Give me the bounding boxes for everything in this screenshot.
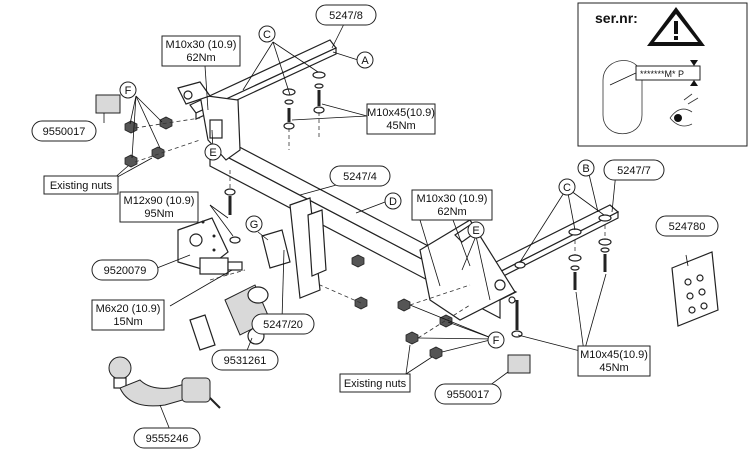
torque-spec: M10x45(10.9) bbox=[367, 107, 435, 119]
torque-spec: M6x20 (10.9) bbox=[96, 303, 161, 315]
part-9520079-bracket bbox=[177, 217, 243, 275]
part-number-text: 5247/7 bbox=[617, 165, 651, 177]
part-number-text: 9520079 bbox=[104, 265, 147, 277]
label-9531261: 9531261 bbox=[211, 349, 279, 371]
part-number-text: 9550017 bbox=[447, 389, 490, 401]
label-9555246: 9555246 bbox=[133, 427, 201, 449]
serial-code-box bbox=[635, 65, 701, 81]
m12-bolt bbox=[224, 188, 241, 244]
left-side-rail bbox=[177, 39, 337, 161]
serial-plate-outline bbox=[602, 60, 643, 135]
label-5247-8: 5247/8 bbox=[315, 4, 377, 26]
label-5247-20: 5247/20 bbox=[251, 313, 315, 335]
label-9550017-left: 9550017 bbox=[31, 120, 97, 142]
serial-title: ser.nr: bbox=[595, 10, 638, 26]
part-number-text: 5247/20 bbox=[263, 319, 303, 331]
torque-value: 62Nm bbox=[437, 206, 466, 218]
part-number-text: 524780 bbox=[669, 221, 706, 233]
torque-right-m10x30: M10x30 (10.9) 62Nm bbox=[411, 189, 493, 221]
torque-mid-top: M10x45(10.9) 45Nm bbox=[366, 103, 436, 135]
torque-spec: M10x30 (10.9) bbox=[417, 193, 488, 205]
label-9550017-right: 9550017 bbox=[434, 383, 502, 405]
assembly-dashes bbox=[134, 112, 606, 339]
torque-spec: M12x90 (10.9) bbox=[124, 195, 195, 207]
letter-b: B bbox=[577, 159, 595, 177]
part-9555246-towball bbox=[108, 314, 221, 409]
letter-text: F bbox=[493, 335, 500, 347]
part-number-text: 9555246 bbox=[146, 433, 189, 445]
letter-text: E bbox=[472, 225, 479, 237]
part-number-text: 9550017 bbox=[43, 126, 86, 138]
torque-m12: M12x90 (10.9) 95Nm bbox=[119, 191, 199, 223]
letter-text: B bbox=[582, 163, 589, 175]
label-5247-4: 5247/4 bbox=[329, 165, 391, 187]
note-existing-nuts-right: Existing nuts bbox=[339, 373, 411, 393]
part-number-text: 9531261 bbox=[224, 355, 267, 367]
leader-lines bbox=[103, 21, 689, 431]
letter-e-left: E bbox=[204, 143, 222, 161]
torque-value: 45Nm bbox=[386, 120, 415, 132]
letter-text: D bbox=[389, 196, 397, 208]
torque-spec: M10x45(10.9) bbox=[580, 349, 648, 361]
serial-code: *******M* P bbox=[640, 69, 684, 79]
letter-f-right: F bbox=[487, 331, 505, 349]
label-524780: 524780 bbox=[655, 215, 719, 237]
letter-text: A bbox=[361, 55, 369, 67]
letter-d: D bbox=[384, 192, 402, 210]
letter-f-left: F bbox=[119, 81, 137, 99]
torque-spec: M10x30 (10.9) bbox=[166, 39, 237, 51]
letter-text: C bbox=[263, 29, 271, 41]
label-9520079: 9520079 bbox=[91, 259, 159, 281]
letter-c-left: C bbox=[258, 25, 276, 43]
left-nuts bbox=[124, 116, 173, 168]
torque-bottom-right: M10x45(10.9) 45Nm bbox=[577, 345, 651, 377]
pad-9550017-left bbox=[95, 94, 121, 114]
center-bracket bbox=[261, 197, 327, 299]
torque-value: 62Nm bbox=[186, 52, 215, 64]
part-524780-panel bbox=[671, 251, 719, 327]
torque-value: 15Nm bbox=[113, 316, 142, 328]
warning-icon bbox=[647, 7, 705, 46]
letter-text: C bbox=[563, 182, 571, 194]
letter-text: F bbox=[125, 85, 132, 97]
eye-icon bbox=[669, 93, 699, 127]
serial-number-inset: ser.nr: *******M* P bbox=[577, 2, 748, 147]
right-nuts bbox=[351, 254, 453, 360]
letter-g: G bbox=[245, 215, 263, 233]
part-number-text: 5247/4 bbox=[343, 171, 377, 183]
note-text: Existing nuts bbox=[50, 180, 113, 192]
note-existing-nuts-left: Existing nuts bbox=[43, 175, 119, 195]
letter-text: G bbox=[250, 219, 259, 231]
torque-value: 95Nm bbox=[144, 208, 173, 220]
torque-m6: M6x20 (10.9) 15Nm bbox=[91, 299, 165, 331]
label-5247-7: 5247/7 bbox=[603, 159, 665, 181]
letter-e-right: E bbox=[467, 221, 485, 239]
letter-a: A bbox=[356, 51, 374, 69]
letter-c-right: C bbox=[558, 178, 576, 196]
torque-value: 45Nm bbox=[599, 362, 628, 374]
note-text: Existing nuts bbox=[344, 378, 407, 390]
part-number-text: 5247/8 bbox=[329, 10, 363, 22]
torque-top-left: M10x30 (10.9) 62Nm bbox=[161, 35, 241, 67]
pad-9550017-right bbox=[507, 354, 531, 374]
letter-text: E bbox=[209, 147, 216, 159]
